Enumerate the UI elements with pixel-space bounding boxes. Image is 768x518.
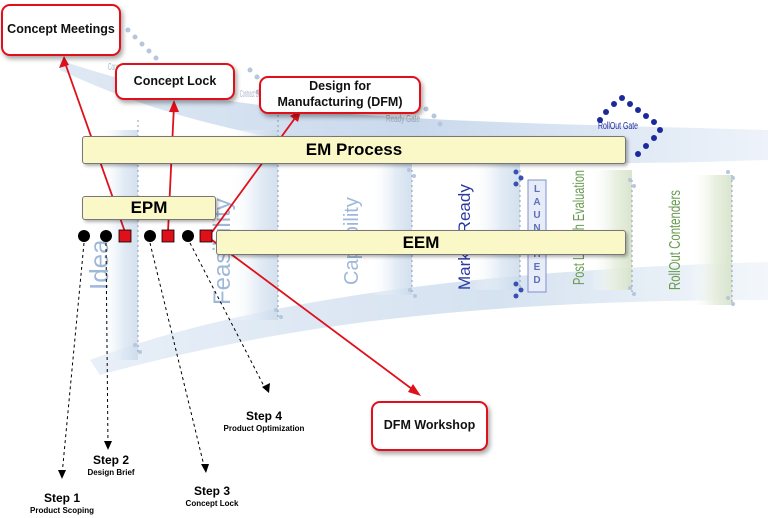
phase-label-rollout: RollOut Contenders (667, 190, 684, 290)
milestone-step-1[interactable] (78, 230, 90, 242)
epm-bar[interactable]: EPM (82, 196, 216, 220)
phase-label-idea: Idea (84, 239, 114, 290)
gate-label-ready: Ready Gate (386, 114, 420, 125)
launched-letter: N (533, 223, 540, 234)
step-title: Step 3 (193, 484, 230, 498)
step-arrowheads (58, 383, 270, 479)
milestone-dfm[interactable] (199, 229, 213, 243)
launched-letter: E (534, 262, 541, 273)
launched-letter: D (533, 275, 540, 286)
eem-bar[interactable]: EEM (216, 230, 626, 255)
step-1-label: Step 1 Product Scoping (20, 491, 104, 515)
milestone-step-2[interactable] (100, 230, 112, 242)
bottom-swoosh (90, 262, 768, 375)
em-process-bar[interactable]: EM Process (82, 136, 626, 164)
phase-label-post-launch: Post Launch Evaluation (571, 170, 588, 285)
step-subtitle: Design Brief (87, 468, 135, 477)
step-2-label: Step 2 Design Brief (76, 453, 146, 477)
milestone-step-3[interactable] (144, 230, 156, 242)
step-title: Step 4 (245, 409, 282, 423)
concept-meetings-callout[interactable]: Concept Meetings (1, 4, 121, 56)
milestone-concept-meetings[interactable] (118, 229, 132, 243)
dfm-workshop-callout[interactable]: DFM Workshop (371, 401, 488, 451)
step-subtitle: Concept Lock (185, 499, 239, 508)
phase-column-market-ready (470, 160, 520, 290)
phase-column-capability (370, 160, 412, 295)
step-4-label: Step 4 Product Optimization (210, 409, 318, 433)
milestone-step-4[interactable] (182, 230, 194, 242)
gate-label-contract: Contract Gate (240, 89, 264, 100)
milestones (78, 229, 213, 243)
concept-lock-callout[interactable]: Concept Lock (115, 63, 235, 100)
step-subtitle: Product Scoping (30, 506, 94, 515)
dfm-callout[interactable]: Design for Manufacturing (DFM) (259, 76, 421, 114)
rollout-gate-diamond (597, 95, 663, 157)
step-title: Step 1 (43, 491, 80, 505)
market-gate-dots (513, 169, 524, 299)
phase-column-rollout (690, 175, 732, 305)
milestone-concept-lock[interactable] (161, 229, 175, 243)
launched-letter: L (534, 184, 540, 195)
step-title: Step 2 (92, 453, 129, 467)
gate-label-rollout: RollOut Gate (598, 121, 638, 132)
launched-letter: A (533, 197, 540, 208)
launched-letter: U (533, 210, 540, 221)
step-subtitle: Product Optimization (223, 424, 305, 433)
step-3-label: Step 3 Concept Lock (175, 484, 249, 508)
step-connectors (61, 242, 268, 476)
